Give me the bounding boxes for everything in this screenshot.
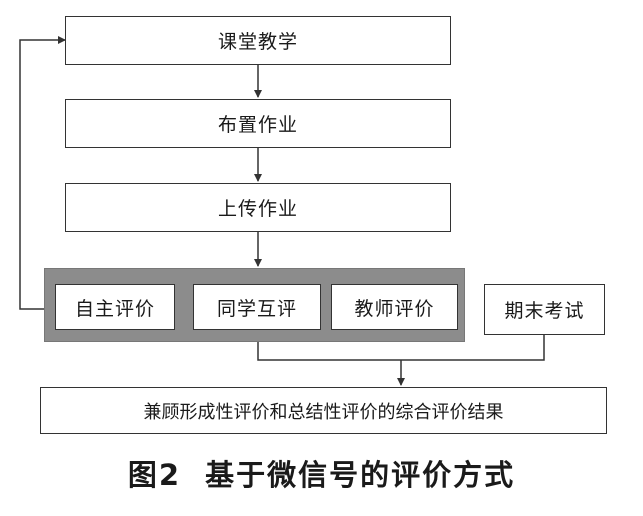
- step-classroom-teaching: 课堂教学: [65, 16, 451, 65]
- figure-caption: 图2 基于微信号的评价方式: [127, 458, 516, 492]
- result-box: 兼顾形成性评价和总结性评价的综合评价结果: [40, 387, 607, 434]
- feedback-loop-arrow: [19, 36, 66, 310]
- teacher-evaluation-label: 教师评价: [354, 297, 435, 320]
- final-exam-box: 期末考试: [484, 284, 605, 335]
- step-assign-homework: 布置作业: [65, 99, 451, 148]
- step-classroom-label: 课堂教学: [217, 31, 298, 53]
- self-evaluation-box: 自主评价: [55, 284, 175, 330]
- step-upload-homework: 上传作业: [65, 183, 451, 232]
- peer-evaluation-box: 同学互评: [193, 284, 321, 330]
- final-exam-label: 期末考试: [504, 300, 585, 322]
- step-upload-label: 上传作业: [217, 198, 298, 220]
- step-assign-label: 布置作业: [217, 114, 298, 136]
- peer-evaluation-label: 同学互评: [216, 297, 297, 320]
- teacher-evaluation-box: 教师评价: [331, 284, 458, 330]
- result-label: 兼顾形成性评价和总结性评价的综合评价结果: [143, 401, 504, 423]
- self-evaluation-label: 自主评价: [74, 297, 155, 320]
